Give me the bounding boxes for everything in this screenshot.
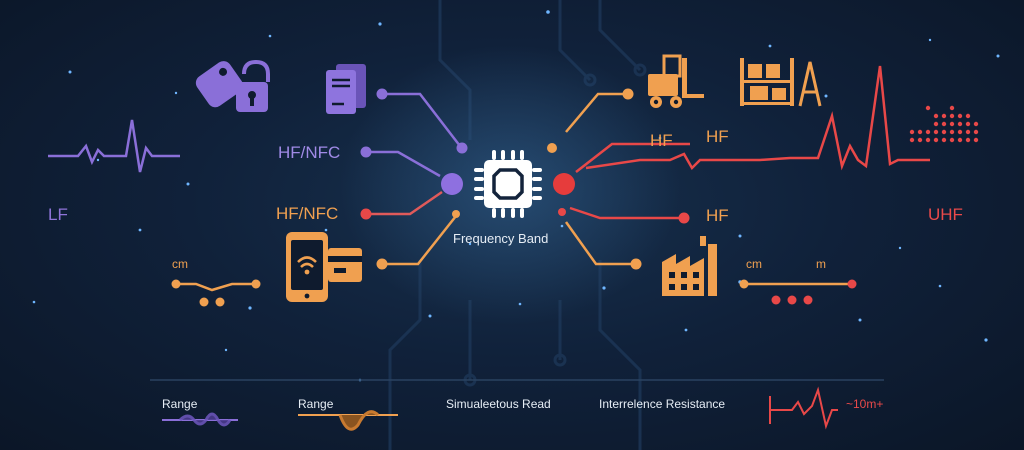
legend-interference-icon [769, 386, 838, 430]
connector-node [360, 208, 372, 220]
chip-icon [474, 150, 542, 218]
connector-node [360, 146, 372, 158]
lf-waveform [48, 119, 180, 173]
payment-card-icon [328, 248, 362, 282]
connector-node [376, 258, 388, 270]
connector-node [376, 88, 388, 100]
legend-range-purple-wave [162, 412, 238, 427]
lf-connectors [366, 92, 461, 178]
uhf-band-bar [553, 173, 978, 195]
uhf-label: UHF [928, 205, 963, 224]
connector-node [456, 142, 468, 154]
connector-node [452, 210, 460, 218]
lf-band-bar [44, 173, 463, 195]
key-tag-lock-icon [195, 59, 270, 112]
connector-node [547, 143, 557, 153]
frequency-band-label: Frequency Band [453, 231, 549, 246]
hf-label-3: HF [706, 206, 729, 225]
hf-nfc-label-bottom: HF/NFC [276, 204, 339, 223]
cm-label-right: cm [746, 257, 762, 271]
cm-range-left [171, 279, 261, 307]
factory-icon [662, 236, 717, 296]
m-label-right: m [816, 257, 826, 271]
uhf-waveform [585, 65, 930, 171]
signal-dots-icon [909, 105, 979, 143]
legend-range-label-1: Range [162, 397, 198, 411]
legend-range-label-2: Range [298, 397, 334, 411]
phone-nfc-icon [286, 232, 328, 302]
hf-nfc-label-top: HF/NFC [278, 143, 341, 162]
hf-left-connectors [366, 190, 457, 266]
connector-node [678, 212, 690, 224]
hf-label-1: HF [650, 131, 673, 150]
cm-m-range-right [739, 279, 857, 305]
connector-node [622, 88, 634, 100]
card-stack-icon [326, 64, 366, 114]
uhf-connectors [564, 92, 690, 266]
forklift-icon [648, 54, 704, 108]
legend-simultaneous-read-label: Simualeetous Read [446, 397, 551, 411]
lf-label: LF [48, 205, 68, 224]
warehouse-shelf-icon [740, 58, 822, 107]
cm-label-left: cm [172, 257, 188, 271]
legend-distance-label: ~10m+ [846, 397, 884, 411]
legend-interference-label: Interrelence Resistance [599, 397, 726, 411]
connector-node [630, 258, 642, 270]
connector-node [558, 208, 566, 216]
legend-range-orange-wave [298, 410, 398, 431]
hf-label-2: HF [706, 127, 729, 146]
